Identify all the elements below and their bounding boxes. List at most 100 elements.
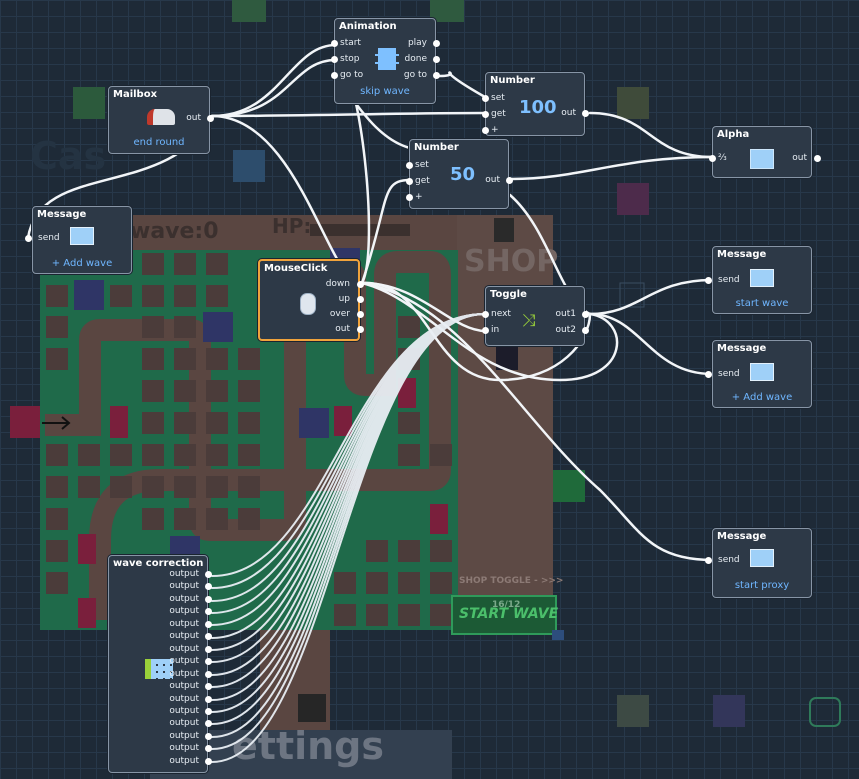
- animation-node[interactable]: Animation start stop go to play done go …: [331, 18, 440, 104]
- output-outport[interactable]: [205, 608, 212, 616]
- send-inport[interactable]: [705, 371, 712, 378]
- play-outport[interactable]: [433, 40, 440, 47]
- alpha-inport[interactable]: [709, 155, 716, 162]
- mailbox-node[interactable]: Mailbox out end round: [108, 86, 214, 154]
- port-label: output: [169, 643, 199, 654]
- port-label: out1: [555, 309, 576, 319]
- node-title: Mailbox: [113, 89, 158, 100]
- port-label: go to: [340, 70, 364, 80]
- out-outport[interactable]: [814, 155, 821, 162]
- port-label: output: [169, 730, 199, 741]
- mouse-icon: [300, 293, 316, 315]
- mouseclick-node[interactable]: MouseClick down up over out: [258, 259, 364, 341]
- node-link[interactable]: end round: [133, 137, 185, 148]
- shop-toggle-label: SHOP TOGGLE - >>>: [459, 576, 564, 586]
- port-label: next: [491, 309, 511, 319]
- port-label: up: [338, 294, 350, 304]
- down-outport[interactable]: [357, 281, 364, 288]
- out-outport[interactable]: [506, 177, 513, 184]
- node-title: Number: [414, 142, 459, 153]
- port-label: set: [415, 160, 429, 170]
- port-label: out: [792, 153, 807, 163]
- node-title: Message: [717, 343, 767, 354]
- port-label: +: [415, 192, 423, 202]
- message-node-add-wave-right[interactable]: Message send + Add wave: [705, 340, 812, 408]
- over-outport[interactable]: [357, 311, 364, 318]
- node-title: Alpha: [717, 129, 750, 140]
- start-wave-button[interactable]: START WAVE: [459, 606, 559, 622]
- set-inport[interactable]: [482, 95, 489, 102]
- out-outport[interactable]: [582, 110, 589, 117]
- mailbox-icon: [147, 109, 175, 125]
- get-inport[interactable]: [406, 178, 413, 185]
- port-label: over: [329, 309, 350, 319]
- stop-inport[interactable]: [331, 56, 338, 63]
- node-link[interactable]: start wave: [735, 298, 789, 309]
- shop-label: SHOP: [464, 244, 559, 279]
- port-label: output: [169, 755, 199, 766]
- node-link[interactable]: + Add wave: [51, 258, 113, 269]
- goto-inport[interactable]: [331, 72, 338, 79]
- output-outport[interactable]: [205, 658, 212, 666]
- node-title: Message: [717, 249, 767, 260]
- alpha-node[interactable]: Alpha ⅔ out: [709, 126, 821, 178]
- done-outport[interactable]: [433, 56, 440, 63]
- node-title: Message: [37, 209, 87, 220]
- number-node-50[interactable]: Number set get + 50 out: [406, 139, 513, 209]
- envelope-icon: [750, 363, 774, 381]
- output-outport[interactable]: [205, 695, 212, 703]
- output-outport[interactable]: [205, 620, 212, 628]
- output-outport[interactable]: [205, 571, 212, 578]
- get-inport[interactable]: [482, 111, 489, 118]
- port-label: output: [169, 718, 199, 729]
- send-inport[interactable]: [705, 557, 712, 564]
- output-outport[interactable]: [205, 757, 212, 765]
- number-value[interactable]: 100: [519, 97, 557, 118]
- settings-label[interactable]: ettings: [232, 724, 384, 768]
- number-value[interactable]: 50: [450, 164, 476, 185]
- send-inport[interactable]: [705, 277, 712, 284]
- port-label: go to: [403, 70, 427, 80]
- out1-outport[interactable]: [582, 311, 589, 318]
- output-outport[interactable]: [205, 732, 212, 740]
- port-label: get: [415, 176, 430, 186]
- node-title: Toggle: [490, 289, 527, 300]
- output-outport[interactable]: [205, 645, 212, 653]
- in-inport[interactable]: [482, 327, 489, 334]
- output-outport[interactable]: [205, 683, 212, 691]
- set-inport[interactable]: [406, 162, 413, 169]
- node-link[interactable]: skip wave: [360, 86, 410, 97]
- node-link[interactable]: start proxy: [734, 580, 790, 591]
- port-label: set: [491, 93, 505, 103]
- message-node-start-proxy[interactable]: Message send start proxy: [705, 528, 812, 598]
- message-node-add-wave[interactable]: Message send + Add wave: [25, 206, 132, 274]
- output-outport[interactable]: [205, 670, 212, 678]
- output-outport[interactable]: [205, 707, 212, 715]
- envelope-icon: [750, 549, 774, 567]
- output-outport[interactable]: [205, 633, 212, 641]
- toggle-node[interactable]: Toggle next in ⤨ out1 out2: [482, 286, 589, 346]
- goto-outport[interactable]: [433, 72, 440, 79]
- node-title: wave correction: [113, 558, 204, 569]
- out-outport[interactable]: [357, 326, 364, 333]
- message-node-start-wave[interactable]: Message send start wave: [705, 246, 812, 314]
- output-outport[interactable]: [205, 745, 212, 753]
- next-inport[interactable]: [482, 311, 489, 318]
- out2-outport[interactable]: [582, 327, 589, 334]
- output-outport[interactable]: [205, 595, 212, 603]
- hp-label: HP:: [272, 214, 312, 238]
- node-link[interactable]: + Add wave: [731, 392, 793, 403]
- add-inport[interactable]: [406, 194, 413, 201]
- output-outport[interactable]: [205, 583, 212, 591]
- add-inport[interactable]: [482, 127, 489, 134]
- port-label: send: [718, 555, 740, 565]
- out-outport[interactable]: [207, 115, 214, 122]
- output-outport[interactable]: [205, 720, 212, 728]
- start-inport[interactable]: [331, 40, 338, 47]
- number-node-100[interactable]: Number set get + 100 out: [482, 72, 589, 136]
- port-label: out: [186, 113, 201, 123]
- up-outport[interactable]: [357, 296, 364, 303]
- send-inport[interactable]: [25, 235, 32, 242]
- node-title: MouseClick: [264, 263, 328, 274]
